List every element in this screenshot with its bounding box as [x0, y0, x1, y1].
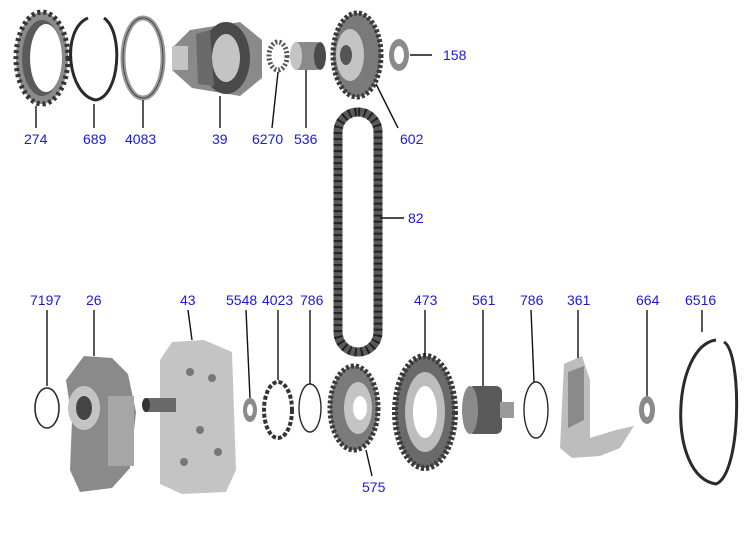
part-82-drive-chain [333, 107, 383, 357]
part-786-o-ring-left [298, 383, 322, 433]
label-274: 274 [24, 131, 48, 147]
label-82: 82 [408, 210, 424, 226]
label-536: 536 [294, 131, 318, 147]
part-4023-thrust-bearing [262, 380, 294, 440]
part-473-ring-gear [392, 353, 458, 471]
part-7197-o-ring [34, 387, 60, 429]
label-26: 26 [86, 292, 102, 308]
part-26-pump-housing [66, 356, 136, 492]
label-473: 473 [414, 292, 438, 308]
part-4083-washer [120, 15, 166, 101]
part-6270-bearing [266, 39, 290, 73]
part-536-hub [290, 42, 326, 70]
label-6270: 6270 [252, 131, 283, 147]
leader-lines [35, 54, 703, 477]
label-786-right: 786 [520, 292, 544, 308]
label-39: 39 [212, 131, 228, 147]
label-561: 561 [472, 292, 496, 308]
part-689-snap-ring [69, 16, 119, 102]
label-43: 43 [180, 292, 196, 308]
label-4023: 4023 [262, 292, 293, 308]
label-689: 689 [83, 131, 107, 147]
part-786-o-ring-right [523, 381, 549, 439]
label-6516: 6516 [685, 292, 716, 308]
label-575: 575 [362, 479, 386, 495]
label-361: 361 [567, 292, 591, 308]
label-602: 602 [400, 131, 424, 147]
label-664: 664 [636, 292, 660, 308]
part-labels: 274 689 4083 39 6270 536 602 158 82 7197… [24, 47, 716, 495]
part-602-drive-gear [330, 10, 384, 100]
part-5548-washer [243, 398, 257, 422]
part-361-support [560, 356, 634, 458]
label-5548: 5548 [226, 292, 257, 308]
part-561-sun-gear [462, 386, 514, 434]
part-158-washer [389, 39, 409, 71]
label-158: 158 [443, 47, 467, 63]
part-39-differential [172, 22, 262, 96]
label-4083: 4083 [125, 131, 156, 147]
label-786-left: 786 [300, 292, 324, 308]
label-7197: 7197 [30, 292, 61, 308]
part-6516-snap-ring [679, 338, 739, 486]
part-43-valve-body [142, 340, 236, 494]
part-664-washer [639, 396, 655, 424]
part-575-sprocket [327, 363, 381, 453]
part-274-ring-gear [13, 9, 71, 107]
